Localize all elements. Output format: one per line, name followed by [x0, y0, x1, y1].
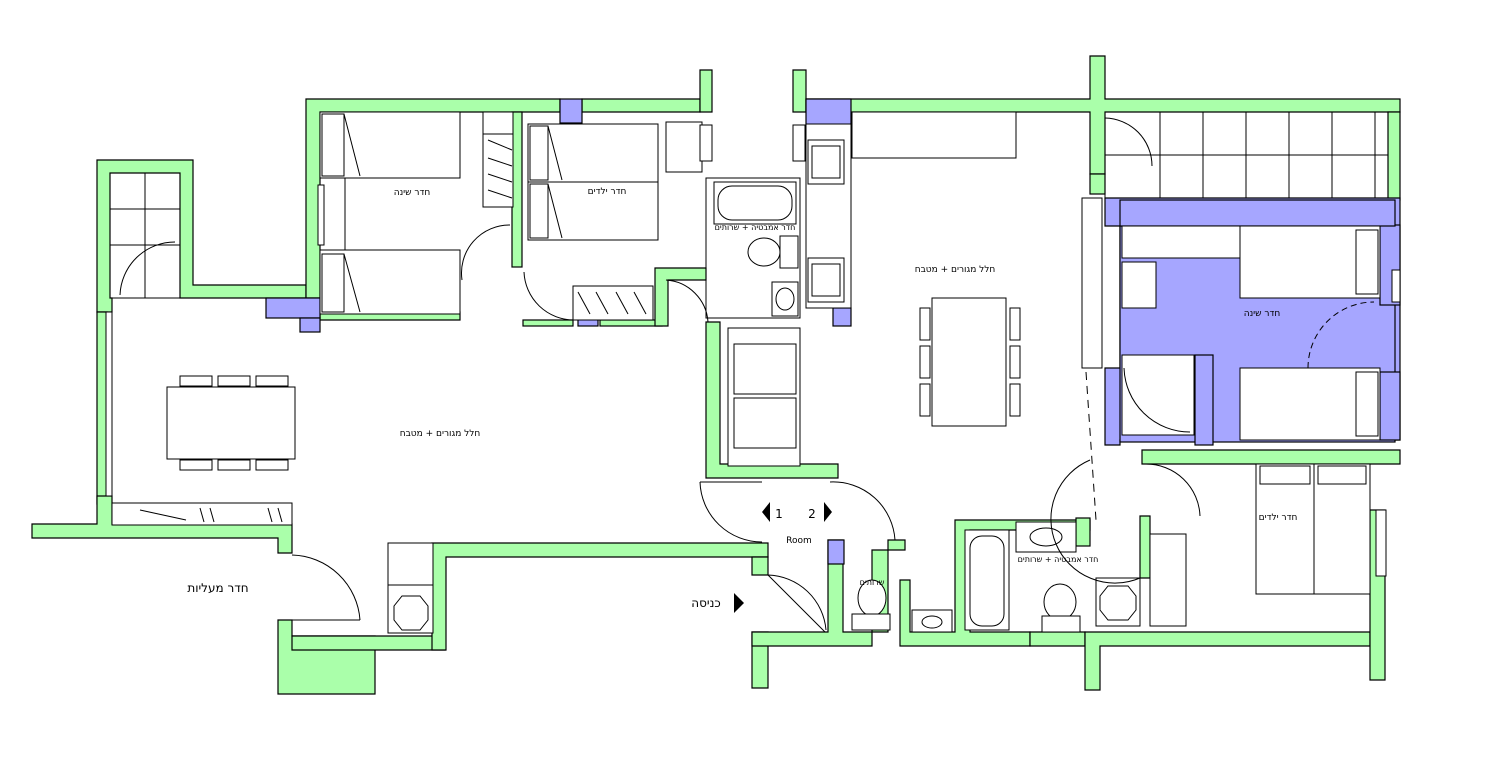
label-bedroom-right: חדר שינה — [1244, 309, 1281, 319]
label-stairwell: חדר מעליות — [187, 581, 248, 595]
label-toilet: שרותים — [860, 578, 885, 587]
label-entrance: כניסה — [691, 596, 720, 610]
label-bath-top: חדר אמבטיה + שרותים — [715, 223, 796, 232]
label-bedroom-left: חדר שינה — [394, 188, 431, 198]
label-living-left: חלל מגורים + מטבח — [400, 429, 481, 439]
label-room: Room — [786, 536, 812, 546]
label-living-right: חלל מגורים + מטבח — [915, 265, 996, 275]
furniture-linework — [105, 111, 1401, 634]
right-apartment-walls — [751, 55, 1401, 691]
label-door-1: 1 — [775, 507, 783, 521]
room-labels: חלל מגורים + מטבח חלל מגורים + מטבח חדר … — [187, 187, 1297, 610]
label-door-2: 2 — [808, 507, 816, 521]
label-bath-bottom: חדר אמבטיה + שרותים — [1018, 555, 1099, 564]
label-kids-right: חדר ילדים — [1259, 513, 1298, 523]
label-kids-left: חדר ילדים — [588, 187, 627, 197]
